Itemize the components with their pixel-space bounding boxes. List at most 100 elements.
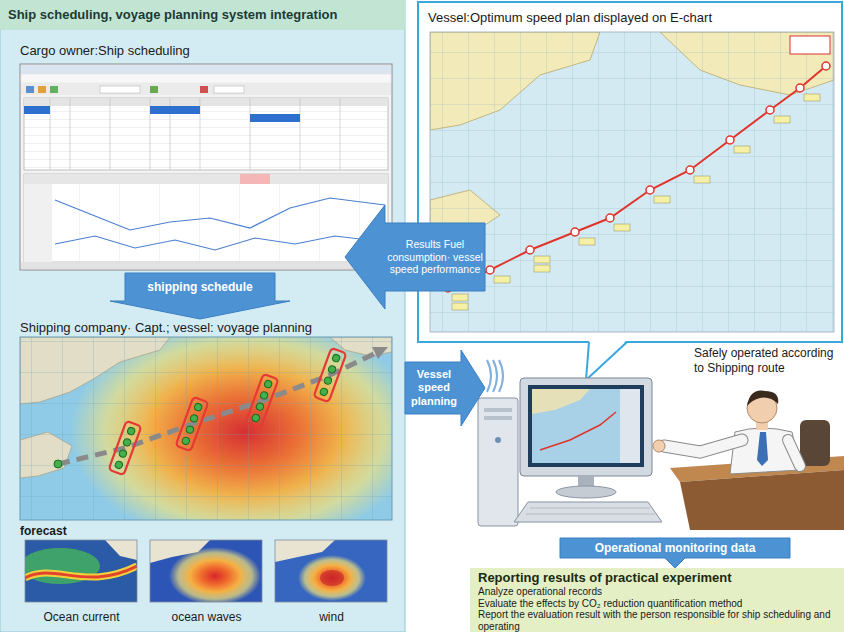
point-tags bbox=[452, 94, 820, 310]
tool-icon bbox=[26, 86, 34, 93]
panel-fill bbox=[0, 0, 405, 632]
panel-heading: Ship scheduling, voyage planning system … bbox=[8, 7, 337, 23]
echart-callout-frame bbox=[418, 2, 842, 380]
arrow-label: Results Fuel consumption· vessel speed p… bbox=[387, 238, 483, 276]
forecast-group: forecastOcean currentocean waveswind bbox=[18, 522, 394, 630]
schedule-line bbox=[55, 198, 385, 230]
route-point bbox=[646, 186, 654, 194]
route-point bbox=[571, 228, 579, 236]
current-map-image bbox=[25, 540, 137, 602]
system-panel: Ship scheduling, voyage planning system … bbox=[0, 0, 405, 632]
sea bbox=[275, 540, 387, 602]
body-line: Evaluate the effects by CO₂ reduction qu… bbox=[478, 598, 742, 609]
point-tag bbox=[579, 238, 595, 245]
arrow-outline bbox=[560, 538, 790, 568]
text-box: ocean waves bbox=[148, 608, 265, 626]
point-tag bbox=[804, 94, 820, 101]
menu-bar bbox=[21, 74, 391, 83]
planned-route bbox=[448, 66, 826, 288]
monitor bbox=[520, 378, 652, 476]
text-box: Results Fuel consumption· vessel speed p… bbox=[387, 223, 483, 291]
drive-slot bbox=[484, 408, 512, 412]
waypoint bbox=[114, 460, 123, 469]
waypoint bbox=[327, 365, 336, 374]
selected-cell bbox=[24, 106, 50, 114]
box-heading: Reporting results of practical experimen… bbox=[478, 570, 732, 585]
tool-icon bbox=[200, 86, 208, 93]
tool-field bbox=[214, 86, 244, 93]
scheduling-screen: Cargo owner:Ship scheduling bbox=[18, 38, 394, 272]
arrow-outline bbox=[345, 205, 485, 309]
route-point bbox=[486, 266, 494, 274]
screen-route bbox=[540, 412, 616, 450]
waypoint bbox=[194, 402, 203, 411]
selected-cell bbox=[150, 106, 200, 114]
waypoint bbox=[118, 449, 127, 458]
tool-icon bbox=[50, 86, 58, 93]
arrow-outline bbox=[405, 350, 485, 426]
timeline-today bbox=[240, 174, 270, 184]
waypoint bbox=[332, 353, 341, 362]
waypoint bbox=[251, 413, 260, 422]
forecast-map: ocean waves bbox=[148, 540, 265, 628]
sea bbox=[20, 337, 392, 520]
route-point bbox=[726, 136, 734, 144]
text-box: Operational monitoring data bbox=[560, 538, 790, 558]
route-line bbox=[58, 352, 378, 464]
report-box: Reporting results of practical experimen… bbox=[470, 568, 844, 632]
point-tag bbox=[452, 294, 468, 301]
chart-frame bbox=[430, 32, 834, 332]
map-caption: wind bbox=[319, 610, 344, 624]
text-box: Report the evaluation result with the pe… bbox=[478, 609, 836, 632]
tool-field bbox=[100, 86, 140, 93]
waypoint bbox=[127, 426, 136, 435]
motion-arc bbox=[499, 360, 503, 392]
operator-illustration bbox=[653, 391, 844, 530]
arrow-label: shipping schedule bbox=[147, 280, 252, 294]
land bbox=[105, 540, 137, 560]
route-arrowhead bbox=[372, 347, 388, 359]
data-arrow: Operational monitoring data bbox=[560, 538, 790, 568]
arrow-label: Vessel speed planning bbox=[407, 368, 461, 408]
text-box: Ocean current bbox=[23, 608, 140, 626]
monitor-screen bbox=[528, 385, 644, 467]
motion-arc bbox=[487, 360, 491, 392]
arm bbox=[664, 440, 742, 452]
current-band bbox=[25, 566, 137, 578]
tool-bar bbox=[21, 83, 391, 95]
text-box: Shipping company· Capt.; vessel: voyage … bbox=[20, 318, 392, 337]
text-box: Ship scheduling, voyage planning system … bbox=[8, 0, 398, 30]
computer-illustration bbox=[478, 360, 662, 526]
waypoint-frame bbox=[314, 348, 347, 402]
text-box: Analyze operational records bbox=[478, 586, 836, 598]
point-tag bbox=[452, 303, 468, 310]
tie bbox=[757, 432, 768, 466]
waypoint bbox=[122, 438, 131, 447]
chart-grid bbox=[430, 32, 834, 332]
waypoint bbox=[264, 379, 273, 388]
monitor-base bbox=[556, 486, 616, 498]
feedback-arrow: Results Fuel consumption· vessel speed p… bbox=[345, 205, 485, 309]
text-box: wind bbox=[273, 608, 390, 626]
point-tag bbox=[534, 265, 550, 272]
tool-icon bbox=[38, 86, 46, 93]
pc-tower bbox=[478, 398, 518, 526]
chair-back bbox=[800, 420, 830, 466]
waypoint-frame bbox=[109, 421, 142, 475]
screen-land bbox=[532, 389, 590, 414]
table-area bbox=[24, 98, 388, 170]
timeline-columns bbox=[24, 184, 388, 262]
waypoint bbox=[181, 436, 190, 445]
desk-front bbox=[680, 470, 844, 530]
screen-panel bbox=[620, 389, 640, 463]
route-point bbox=[606, 214, 614, 222]
keyboard bbox=[514, 502, 662, 522]
point-tag bbox=[774, 116, 790, 123]
window-frame bbox=[20, 64, 392, 270]
route-point bbox=[766, 106, 774, 114]
box-heading: Cargo owner:Ship scheduling bbox=[20, 43, 190, 59]
drive-slot bbox=[484, 416, 512, 420]
map-grid bbox=[20, 337, 392, 520]
waypoint bbox=[323, 376, 332, 385]
